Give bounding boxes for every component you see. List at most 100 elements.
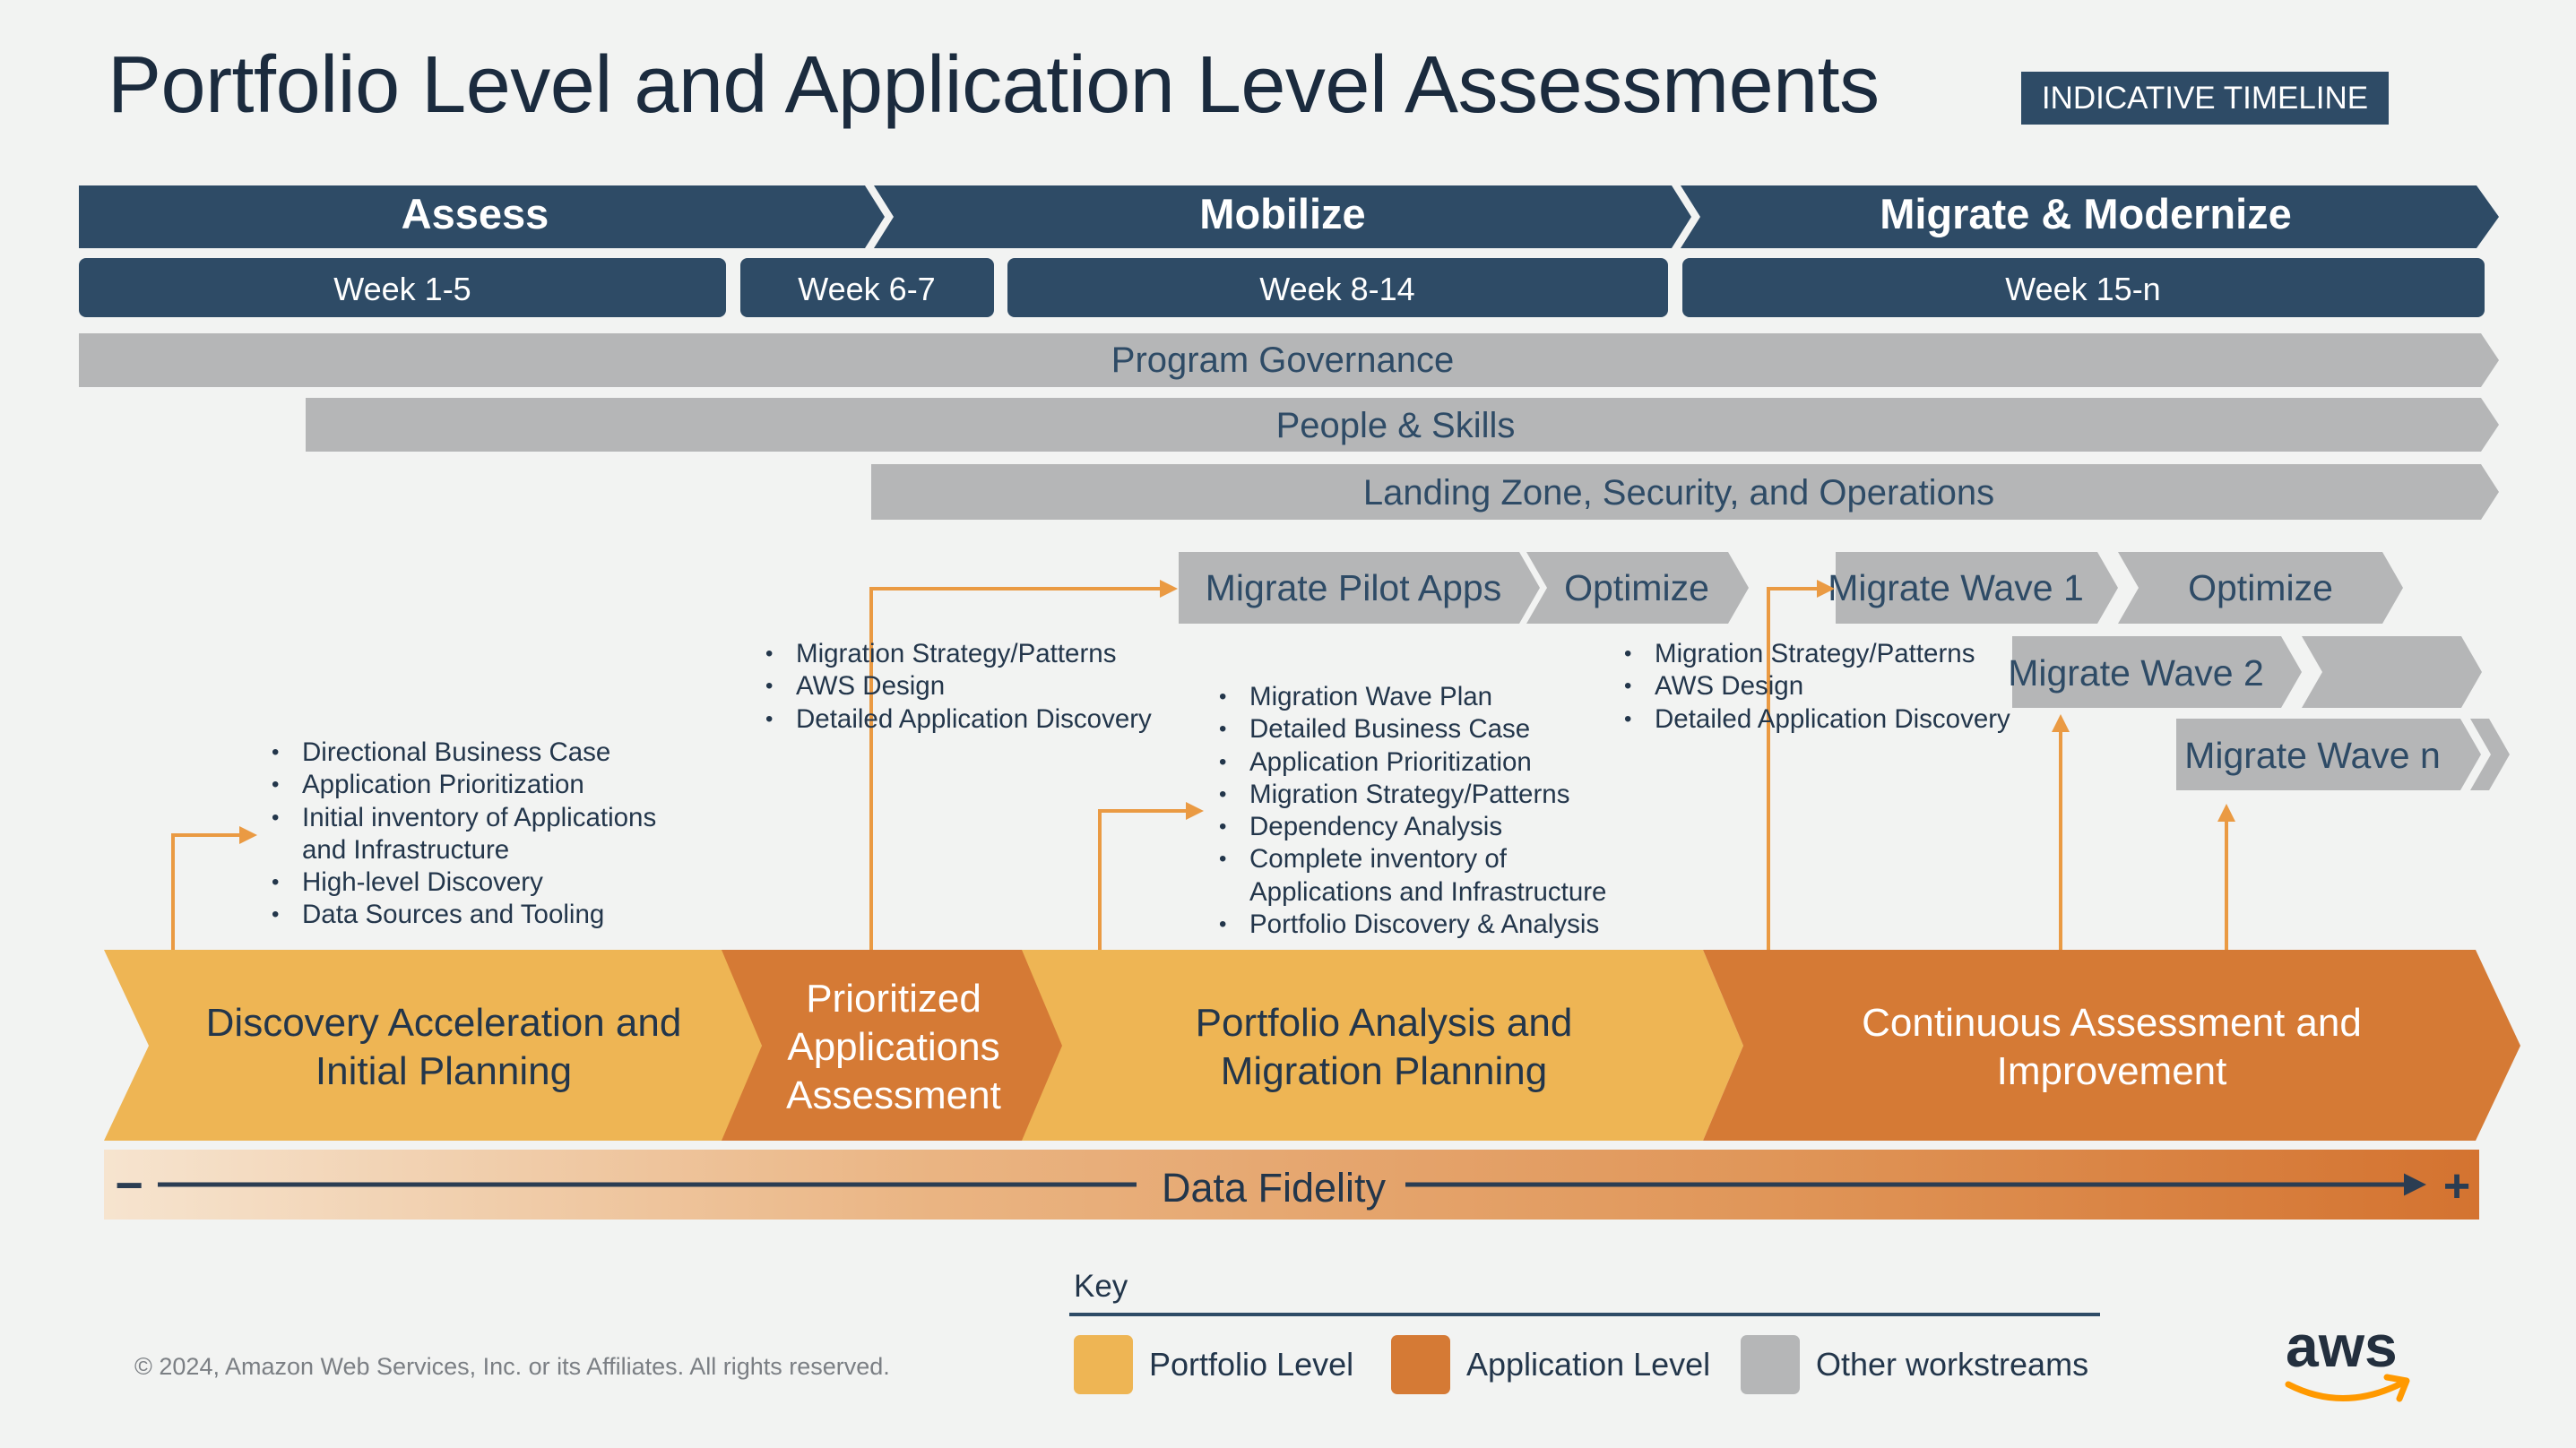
migrate-wave-2-box <box>2012 636 2302 708</box>
phase-mobilize-label: Mobilize <box>1199 190 1365 237</box>
discovery-bullets: Directional Business Case Application Pr… <box>269 737 656 932</box>
prioritized-bullets: Migration Strategy/Patterns AWS Design D… <box>763 638 1152 736</box>
application-swatch <box>1391 1335 1450 1394</box>
people-skills-label: People & Skills <box>1276 406 1516 445</box>
bullet-item: AWS Design <box>1621 670 2010 703</box>
portfolio-stage-label-2: Migration Planning <box>1221 1049 1547 1093</box>
prioritized-connector-arrow <box>869 580 1178 952</box>
migrate-pilot-apps-label: Migrate Pilot Apps <box>1206 567 1501 608</box>
prioritized-stage-label-1: Prioritized <box>806 977 981 1021</box>
week-1-5-label: Week 1-5 <box>333 271 471 307</box>
migrate-wave-n-label: Migrate Wave n <box>2184 735 2441 776</box>
optimize-pilot-box <box>1526 552 1749 624</box>
data-fidelity-label: Data Fidelity <box>1162 1165 1387 1211</box>
migrate-wave-1-box <box>1836 552 2118 624</box>
landing-zone-bar <box>871 464 2499 520</box>
bullet-item: Detailed Business Case <box>1216 713 1606 746</box>
migrate-wave-2-label: Migrate Wave 2 <box>2008 652 2264 694</box>
week-1-5-box <box>79 258 726 317</box>
program-governance-label: Program Governance <box>1111 340 1454 380</box>
bullet-item: Migration Strategy/Patterns <box>1621 638 2010 671</box>
key-other-label: Other workstreams <box>1816 1346 2089 1383</box>
key-application: Application Level <box>1391 1335 1710 1394</box>
assessment-stages: Discovery Acceleration and Initial Plann… <box>104 950 2520 1141</box>
bullet-item: Directional Business Case <box>269 737 656 770</box>
bullet-item: Migration Wave Plan <box>1216 681 1606 714</box>
prioritized-stage-label-3: Assessment <box>786 1073 1001 1117</box>
continuous-stage-label-2: Improvement <box>1997 1049 2227 1093</box>
migrate-pilot-apps-box <box>1179 552 1540 624</box>
discovery-stage-label-1: Discovery Acceleration and <box>206 1001 682 1045</box>
discovery-stage-chevron <box>104 950 762 1141</box>
key-portfolio: Portfolio Level <box>1074 1335 1353 1394</box>
bullet-item-continuation: Applications and Infrastructure <box>1249 876 1607 907</box>
bullet-item: Portfolio Discovery & Analysis <box>1216 909 1606 942</box>
migrate-wave-n-box <box>2176 719 2481 790</box>
landing-zone-label: Landing Zone, Security, and Operations <box>1363 473 1994 513</box>
key-title: Key <box>1074 1269 1128 1304</box>
key-other: Other workstreams <box>1741 1335 2088 1394</box>
page-title: Portfolio Level and Application Level As… <box>108 40 1880 130</box>
migration-waves: Migrate Pilot Apps Optimize Migrate Wave… <box>1179 552 2510 790</box>
discovery-connector-arrow <box>171 826 257 952</box>
bullet-item: AWS Design <box>763 670 1152 703</box>
continuous-stage-label-1: Continuous Assessment and <box>1862 1001 2362 1045</box>
wave-1-connector-arrow <box>1767 580 1835 952</box>
phase-assess-label: Assess <box>402 190 549 237</box>
aws-smile-icon <box>2285 1379 2407 1401</box>
migrate-wave-1-label: Migrate Wave 1 <box>1828 567 2084 608</box>
week-15-n-label: Week 15-n <box>2005 271 2160 307</box>
portfolio-stage-chevron <box>999 950 1743 1141</box>
connector-arrows <box>171 580 2235 952</box>
optimize-wave-1-box <box>2118 552 2403 624</box>
week-15-n-box <box>1682 258 2485 317</box>
timeline-badge: INDICATIVE TIMELINE <box>2021 72 2389 125</box>
week-8-14-label: Week 8-14 <box>1259 271 1414 307</box>
phase-migrate-chevron <box>1681 185 2499 248</box>
week-bar: Week 1-5 Week 6-7 Week 8-14 Week 15-n <box>79 258 2485 317</box>
wave-2-tail-box <box>2302 636 2482 708</box>
wave-n-tail-box <box>2470 719 2510 790</box>
portfolio-connector-arrow <box>1098 802 1204 952</box>
program-governance-bar <box>79 333 2499 387</box>
bullet-item: Application Prioritization <box>269 769 656 802</box>
discovery-stage-label-2: Initial Planning <box>316 1049 572 1093</box>
bullet-item: Migration Strategy/Patterns <box>763 638 1152 671</box>
bullet-item: Application Prioritization <box>1216 746 1606 780</box>
bullet-item: Initial inventory of Applications <box>269 802 656 835</box>
continuous-stage-chevron <box>1703 950 2520 1141</box>
week-6-7-label: Week 6-7 <box>798 271 935 307</box>
portfolio-stage-label-1: Portfolio Analysis and <box>1196 1001 1573 1045</box>
bullet-item: Migration Strategy/Patterns <box>1216 779 1606 812</box>
data-fidelity-minus: − <box>115 1159 143 1212</box>
week-6-7-box <box>740 258 994 317</box>
bullet-item: Dependency Analysis <box>1216 811 1606 844</box>
phase-mobilize-chevron <box>874 185 1691 248</box>
copyright: © 2024, Amazon Web Services, Inc. or its… <box>134 1353 890 1380</box>
data-fidelity-bar: − + Data Fidelity <box>104 1150 2479 1220</box>
aws-logo-text: aws <box>2286 1313 2398 1379</box>
aws-smile-arrow-icon <box>2383 1374 2410 1402</box>
bullet-item-continuation: and Infrastructure <box>302 834 510 865</box>
key-application-label: Application Level <box>1466 1346 1711 1383</box>
phase-bar: Assess Mobilize Migrate & Modernize <box>79 185 2499 248</box>
optimize-wave-1-label: Optimize <box>2188 567 2333 608</box>
people-skills-bar <box>306 398 2499 452</box>
continuous-bullets: Migration Strategy/Patterns AWS Design D… <box>1621 638 2010 736</box>
key-divider <box>1069 1313 2100 1316</box>
optimize-pilot-label: Optimize <box>1564 567 1709 608</box>
bullet-item: Complete inventory of <box>1216 843 1606 876</box>
bullet-item: High-level Discovery <box>269 866 656 900</box>
bullet-item: Detailed Application Discovery <box>1621 703 2010 737</box>
phase-migrate-label: Migrate & Modernize <box>1880 190 2292 237</box>
portfolio-bullets: Migration Wave Plan Detailed Business Ca… <box>1216 681 1607 942</box>
workstreams: Program Governance People & Skills Landi… <box>79 333 2499 520</box>
bullet-item: Data Sources and Tooling <box>269 899 656 932</box>
key-portfolio-label: Portfolio Level <box>1149 1346 1354 1383</box>
prioritized-stage-chevron <box>722 950 1062 1141</box>
data-fidelity-plus: + <box>2443 1160 2470 1212</box>
prioritized-stage-label-2: Applications <box>787 1025 999 1069</box>
aws-logo: aws <box>2285 1313 2410 1402</box>
